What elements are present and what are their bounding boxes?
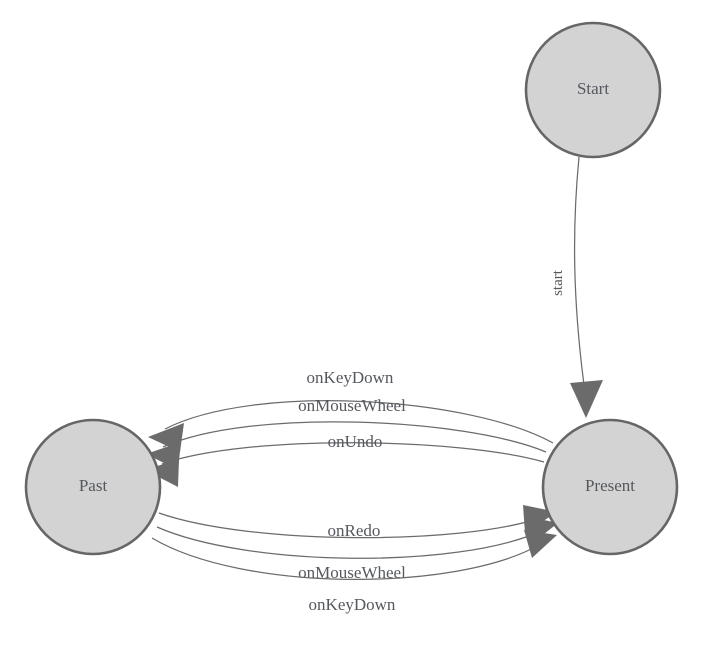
edge-onkeydown-up-label: onKeyDown	[307, 368, 394, 387]
node-past-circle[interactable]	[24, 418, 162, 556]
edge-onmousewheel-dn-path	[156, 526, 542, 559]
node-past-label: Past	[79, 476, 108, 495]
node-present-label: Present	[585, 476, 635, 495]
edge-onundo-arrowhead	[145, 459, 179, 487]
edge-onredo[interactable]: onRedo	[158, 505, 557, 540]
node-present-circle[interactable]	[541, 418, 679, 556]
edge-start-label: start	[550, 269, 566, 296]
edge-onundo[interactable]: onUndo	[145, 432, 545, 487]
edge-onredo-path	[158, 512, 541, 539]
edge-start-arrowhead	[570, 380, 603, 418]
edge-onkeydown-dn-path	[151, 537, 540, 581]
node-past[interactable]: Past	[24, 418, 162, 556]
edge-start[interactable]: start	[550, 156, 603, 418]
edge-onkeydown-up-path	[164, 400, 554, 444]
edge-start-path	[573, 156, 585, 386]
node-start[interactable]: Start	[524, 21, 662, 159]
edge-onundo-path	[161, 442, 545, 465]
edge-onmousewheel-up-path	[162, 421, 547, 453]
edge-onkeydown-dn-label: onKeyDown	[309, 595, 396, 614]
edge-onmousewheel-dn-label: onMouseWheel	[298, 563, 406, 582]
edge-onredo-label: onRedo	[328, 521, 381, 540]
edge-onmousewheel-up-label: onMouseWheel	[298, 396, 406, 415]
node-present[interactable]: Present	[541, 418, 679, 556]
edge-onkeydown-dn-arrowhead	[524, 530, 557, 558]
node-start-circle[interactable]	[524, 21, 662, 159]
edge-onundo-label: onUndo	[328, 432, 383, 451]
node-start-label: Start	[577, 79, 609, 98]
edge-onkeydown-dn[interactable]: onKeyDown	[151, 530, 557, 614]
